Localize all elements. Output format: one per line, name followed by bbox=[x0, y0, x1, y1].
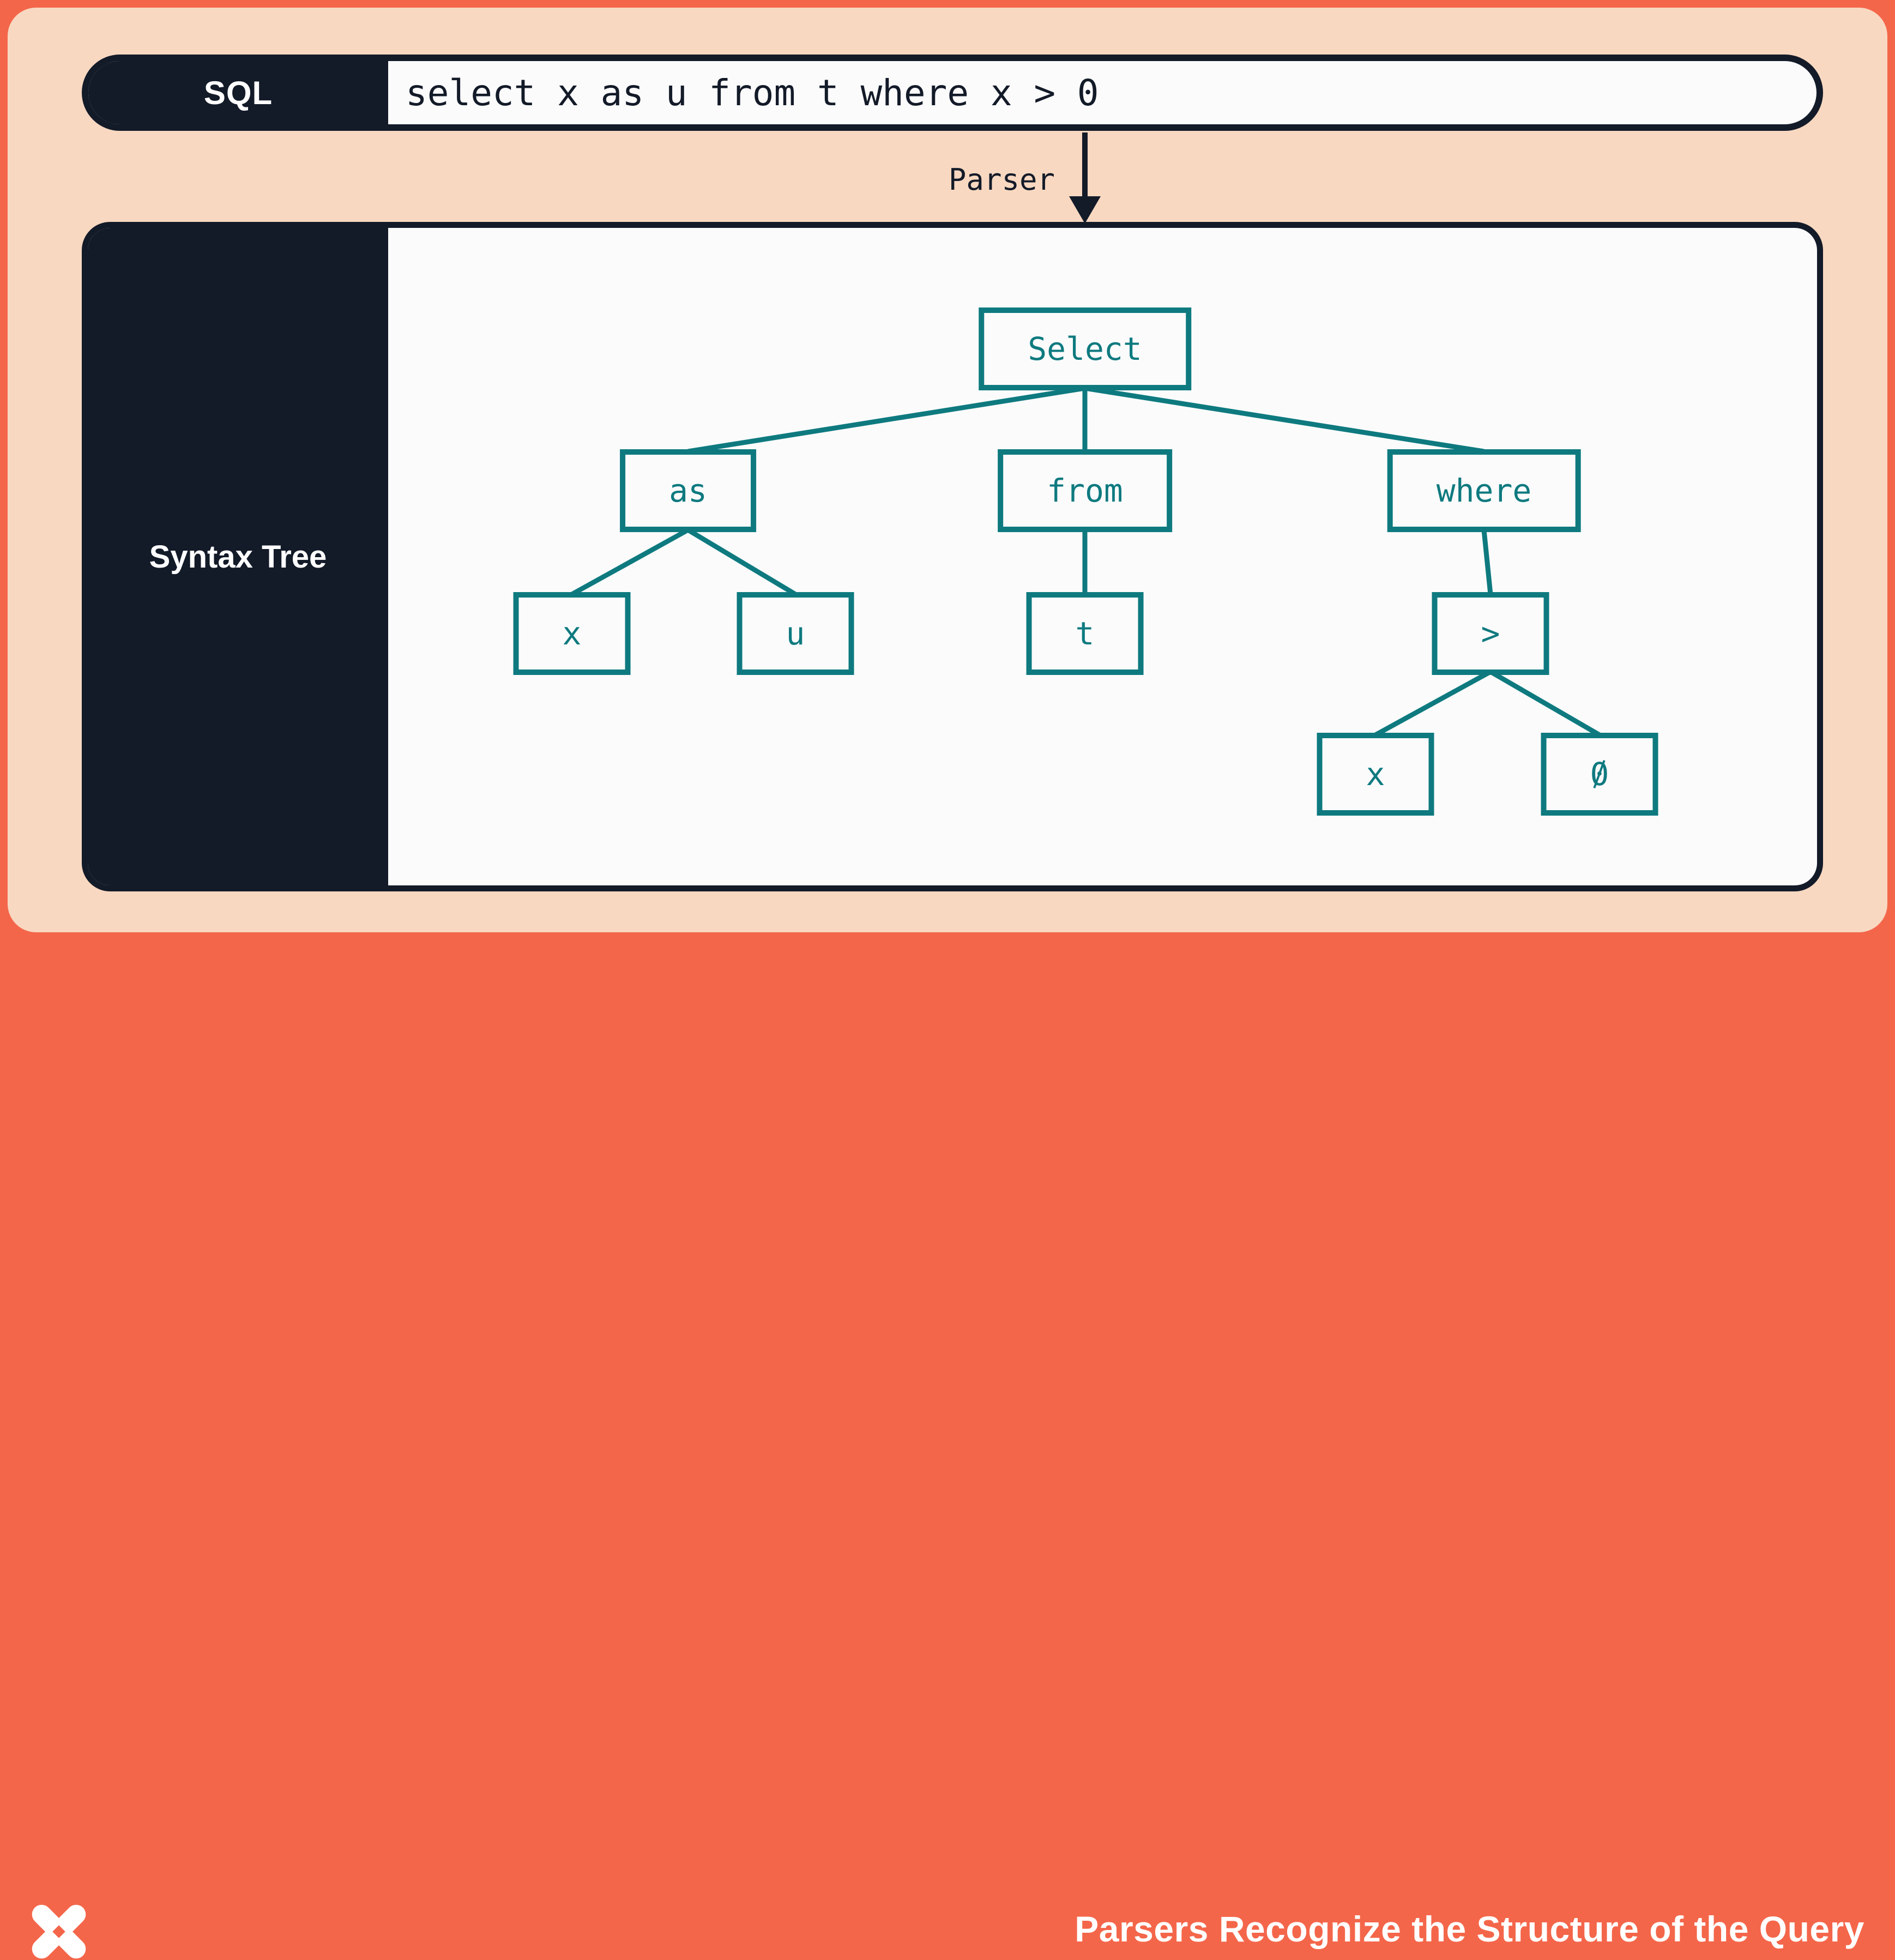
footer-bar: Parsers Recognize the Structure of the Q… bbox=[0, 932, 1895, 1959]
syntax-tree-box: Syntax Tree bbox=[82, 222, 1823, 891]
slide-canvas: SQL select x as u from t where x > 0 Par… bbox=[0, 0, 1895, 1056]
footer-title: Parsers Recognize the Structure of the Q… bbox=[1075, 1909, 1864, 1949]
parser-label: Parser bbox=[948, 162, 1055, 197]
sql-bar: SQL select x as u from t where x > 0 bbox=[82, 55, 1823, 131]
syntax-tree-label-panel: Syntax Tree bbox=[88, 228, 388, 885]
sql-query-text: select x as u from t where x > 0 bbox=[406, 71, 1099, 114]
syntax-tree-label: Syntax Tree bbox=[149, 539, 327, 575]
tree-canvas bbox=[388, 228, 1817, 885]
dolt-logo-icon bbox=[32, 1904, 86, 1959]
sql-bar-label: SQL bbox=[88, 61, 388, 124]
